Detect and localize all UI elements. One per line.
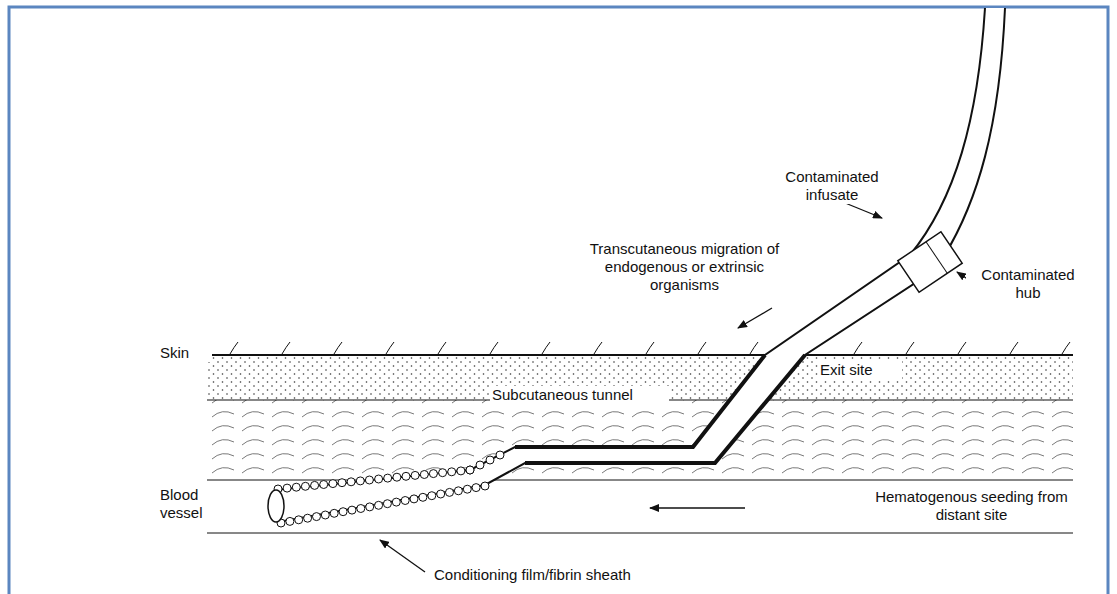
catheter-wall [278,8,1005,522]
skin-hair [594,342,602,354]
vessel-wall [207,480,1073,481]
callout-label: Contaminated infusate [760,168,904,204]
fibrin-bump [348,506,356,514]
fibrin-bump [429,470,437,478]
skin-line [207,354,1073,356]
skin-hairs [230,342,1070,354]
callout-label: Contaminated hub [966,266,1090,302]
callout-label: Subcutaneous tunnel [490,386,669,404]
skin-hair [906,342,914,354]
fibrin-bump [384,474,392,482]
skin-hair [646,342,654,354]
fibrin-bump [439,469,447,477]
skin-hair [386,342,394,354]
fibrin-bump [457,467,465,475]
skin-hair [230,342,238,354]
frame [9,7,1108,594]
skin-hair [334,342,342,354]
fibrin-bump [420,471,428,479]
leader-arrow [650,507,745,508]
fibrin-bump [383,500,391,508]
fibrin-bump [437,490,445,498]
callout-label: Blood vessel [158,486,222,522]
fibrin-bump [428,492,436,500]
fibrin-bump [357,505,365,513]
fibrin-bump [466,466,474,474]
callout-label: Conditioning film/fibrin sheath [432,566,696,584]
fibrin-bump [375,501,383,509]
fibrin-bump [366,503,374,511]
catheter-tip [268,490,284,522]
fibrin-bump [338,479,346,487]
callout-label: Transcutaneous migration of endogenous o… [575,240,794,294]
skin-hair [854,342,862,354]
fibrin-bump [401,497,409,505]
callout-label: Exit site [818,361,902,379]
fibrin-bump [402,472,410,480]
fibrin-bump [286,517,294,525]
fibrin-bump [466,466,474,474]
fibrin-bump [393,473,401,481]
fibrin-bump [496,451,504,459]
fibrin-sheath [274,451,504,527]
catheter-fill [275,8,1005,522]
callout-label: Hematogenous seeding from distant site [872,488,1071,524]
fibrin-bump [375,475,383,483]
fibrin-bump [411,471,419,479]
fibrin-bump [304,514,312,522]
fibrin-bump [448,468,456,476]
fibrin-bump [283,484,291,492]
skin-hair [542,342,550,354]
skin-hair [282,342,290,354]
skin-hair [958,342,966,354]
catheter-wall [275,8,985,490]
fibrin-bump [356,477,364,485]
fibrin-bump [320,481,328,489]
skin-hair [438,342,446,354]
fibrin-bump [454,487,462,495]
fibrin-bump [476,461,484,469]
fibrin-bump [295,516,303,524]
fibrin-bump [313,513,321,521]
fibrin-bump [329,480,337,488]
leader-arrow [380,540,425,572]
fibrin-bump [486,456,494,464]
skin-hair [750,342,758,354]
fibrin-bump [321,511,329,519]
fibrin-bump [311,481,319,489]
fibrin-bump [292,483,300,491]
fibrin-bump [446,488,454,496]
fibrin-bump [463,485,471,493]
fibrin-bump [419,493,427,501]
fibrin-bump [301,482,309,490]
leader-arrow [738,308,772,328]
skin-hair [1010,342,1018,354]
skin-hair [698,342,706,354]
tunnel-track [515,355,805,463]
fibrin-bump [481,482,489,490]
fibrin-bump [330,509,338,517]
callout-label: Skin [158,344,212,362]
fibrin-bump [339,508,347,516]
fibrin-bump [365,476,373,484]
fibrin-bump [347,478,355,486]
skin-hair [1062,342,1070,354]
catheter-hub [898,232,962,293]
subcutaneous-layer [207,400,1073,480]
fibrin-bump [392,498,400,506]
skin-hair [490,342,498,354]
fibrin-bump [410,495,418,503]
fibrin-bump [472,484,480,492]
vessel-wall [207,533,1073,534]
